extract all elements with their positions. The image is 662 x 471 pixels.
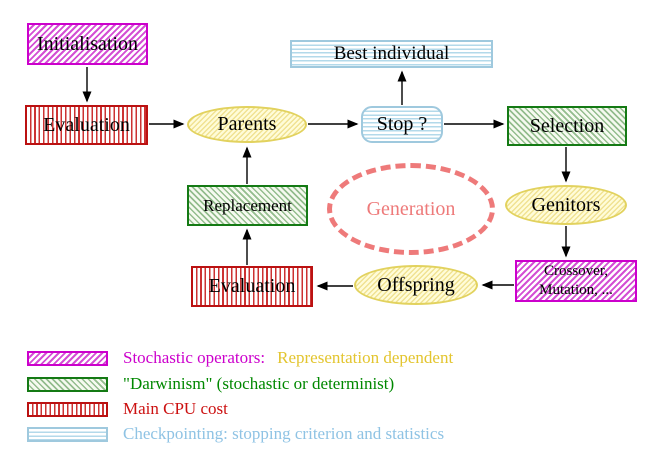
node-evaluation-top: Evaluation [25,105,148,145]
legend-row-darwinism: "Darwinism" (stochastic or determinist) [27,374,394,394]
legend-checkpoint-label: Checkpointing: stopping criterion and st… [123,424,445,443]
node-evaluation-bottom: Evaluation [191,266,313,307]
legend-cpu-label: Main CPU cost [123,399,228,418]
node-replacement: Replacement [187,185,308,226]
node-crossover-line1: Crossover, [544,263,608,280]
legend-row-checkpointing: Checkpointing: stopping criterion and st… [27,424,444,444]
generation-label: Generation [366,197,456,220]
legend-darwinism-label: "Darwinism" (stochastic or determinist) [123,374,395,393]
legend-swatch-magenta-hatch [27,350,108,366]
legend-stochastic-text: Stochastic operators: Representation depe… [123,348,453,368]
node-evaluation-top-label: Evaluation [43,113,130,136]
legend-swatch-green-hatch [27,376,108,392]
node-selection: Selection [507,106,627,146]
legend-row-stochastic: Stochastic operators: Representation depe… [27,348,453,368]
node-crossover-line2: Mutation, ... [539,282,613,298]
node-stop-label: Stop ? [376,113,428,135]
legend-stochastic-label: Stochastic operators: [123,348,266,367]
node-crossover-mutation: Crossover, Mutation, ... [515,260,637,302]
node-initialisation: Initialisation [27,23,148,65]
legend-swatch-cyan-stripes [27,426,108,442]
node-best-individual: Best individual [290,40,493,68]
node-evaluation-bottom-label: Evaluation [208,275,296,297]
node-genitors-label: Genitors [531,193,601,216]
generation-dashed-ellipse: Generation [327,163,495,255]
node-parents-label: Parents [217,113,277,135]
node-offspring: Offspring [354,265,478,305]
node-genitors: Genitors [505,185,627,225]
legend-swatch-red-stripes [27,401,108,417]
node-offspring-label: Offspring [377,273,455,296]
legend-representation-label: Representation dependent [277,348,454,367]
node-initialisation-label: Initialisation [36,32,139,55]
node-best-individual-label: Best individual [333,43,450,64]
node-replacement-label: Replacement [203,195,292,215]
node-stop: Stop ? [361,106,443,143]
legend-row-cpu: Main CPU cost [27,399,228,419]
node-parents: Parents [187,106,307,143]
node-selection-label: Selection [529,114,605,137]
